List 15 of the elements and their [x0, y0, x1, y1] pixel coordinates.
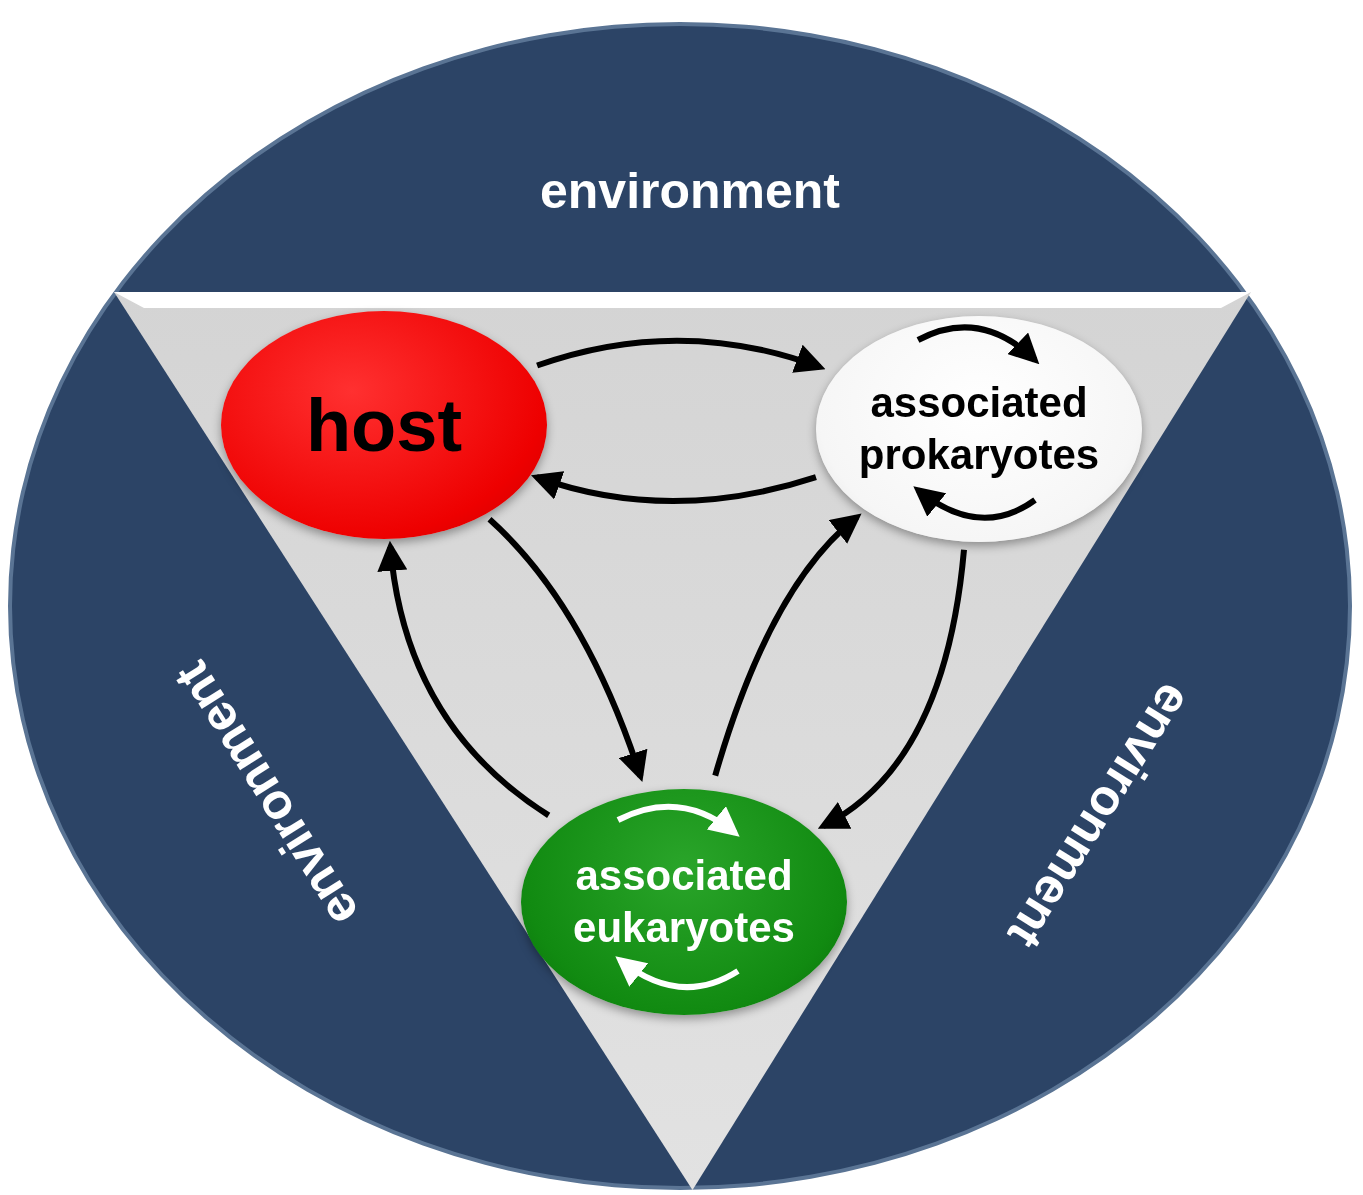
curved-arrow: [487, 517, 647, 782]
curved-arrow: [913, 486, 1037, 521]
curved-arrow: [616, 803, 740, 837]
curved-arrow: [712, 513, 862, 777]
curved-arrow: [536, 337, 826, 374]
curved-arrow: [916, 324, 1040, 364]
node-label: associated prokaryotes: [857, 377, 1101, 480]
curved-arrow: [818, 549, 967, 830]
environment-label: environment: [539, 166, 841, 216]
node-label: host: [304, 382, 464, 469]
curved-arrow: [378, 540, 551, 818]
curved-arrow: [530, 470, 817, 505]
curved-arrow: [615, 956, 740, 990]
node-label: associated eukaryotes: [572, 850, 796, 953]
triangle-panel: [114, 290, 1251, 1190]
